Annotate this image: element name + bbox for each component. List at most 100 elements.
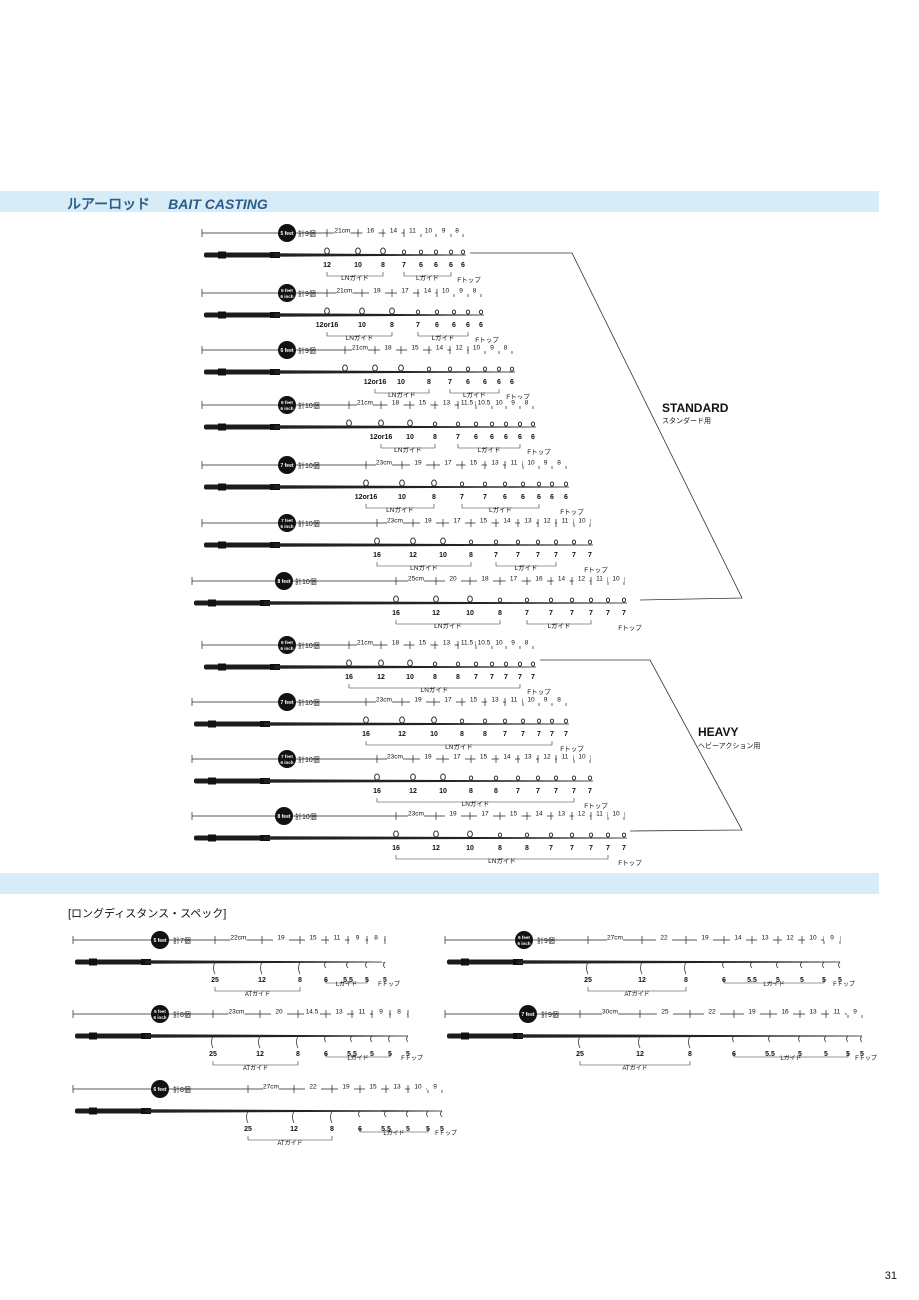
length-badge: 6 feet [151, 1080, 169, 1098]
l-guide-label: Lガイド [780, 1054, 801, 1062]
spacing-label-bg [602, 1008, 618, 1015]
guide-size-label: 7 [521, 731, 525, 738]
guide-size-label: 6 [504, 434, 508, 441]
at-guide-bracket [587, 987, 687, 992]
rod-guide [549, 481, 555, 487]
spacing-label-bg [431, 344, 448, 351]
spacing-label: 15 [419, 640, 427, 647]
rod-guide [433, 830, 439, 838]
spacing-label: 18 [392, 400, 400, 407]
guide-size-label: 6 [503, 494, 507, 501]
f-top-label: Fトップ [833, 981, 855, 988]
rod-guide [324, 247, 330, 255]
spacing-label-bg [573, 810, 590, 817]
spacing-label-bg [465, 696, 482, 703]
rod-guide [365, 961, 368, 969]
rod-blank [145, 960, 385, 964]
guide-size-label: 7 [572, 788, 576, 795]
length-badge-circle [151, 931, 169, 949]
rod-handle [204, 312, 274, 318]
rod-guide [468, 775, 474, 781]
spacing-label-bg [505, 575, 522, 582]
rod-blank [264, 722, 569, 726]
spacing-label: 14 [424, 288, 432, 295]
length-badge: 7 feet [278, 456, 296, 474]
spacing-label: 10 [527, 697, 535, 704]
l-guide-label: Lガイド [547, 621, 570, 630]
guide-size-label: 7 [456, 434, 460, 441]
spacing-label: 14.5 [306, 1009, 319, 1016]
spacing-label: 11.5 [461, 640, 474, 647]
rod-guide [548, 832, 554, 838]
spacing-label-bg [387, 399, 404, 406]
length-badge-text: 6 feet [153, 1087, 166, 1093]
length-badge-text: 5 feet [280, 231, 293, 237]
rod-guide [497, 832, 503, 838]
guide-size-label: 7 [402, 262, 406, 269]
guide-size-label: 16 [392, 845, 400, 852]
spacing-label: 9 [442, 228, 446, 235]
rod-guide [380, 247, 386, 255]
spacing-label-bg [445, 575, 461, 582]
spacing-label: 10.5 [478, 640, 491, 647]
spacing-label: 15 [510, 811, 518, 818]
spacing-label: 12 [543, 754, 551, 761]
length-badge-text: 8 feet [277, 579, 290, 585]
spacing-label-bg [475, 753, 492, 760]
spacing-label: 23cm [408, 811, 424, 818]
spacing-label: 9 [511, 640, 515, 647]
guide-size-label: 8 [456, 674, 460, 681]
guide-size-label: 12 [323, 262, 331, 269]
spacing-label-bg [404, 227, 421, 234]
spacing-label-bg [352, 344, 368, 351]
rod-blank [274, 425, 536, 429]
length-badge: 7 feet [278, 693, 296, 711]
guide-size-label: 12 [398, 731, 406, 738]
spacing-label-bg [777, 1008, 793, 1015]
f-top-label: Fトップ [435, 1130, 457, 1137]
f-top-label: Fトップ [527, 688, 551, 696]
rod-handle [204, 542, 274, 548]
spacing-label: 12 [543, 518, 551, 525]
guide-size-label: 7 [572, 552, 576, 559]
spacing-label-bg [427, 1083, 443, 1090]
rod-guide [346, 961, 349, 969]
spacing-label-bg [657, 1008, 673, 1015]
rod-guide [324, 1035, 327, 1043]
spacing-label: 19 [748, 1009, 756, 1016]
spacing-label-bg [357, 639, 373, 646]
guide-size-label: 8 [494, 788, 498, 795]
guide-size-label: 12or16 [355, 494, 378, 501]
spacing-label: 13 [393, 1084, 401, 1091]
guide-size-label: 7 [474, 674, 478, 681]
rod-guide [459, 481, 465, 487]
length-badge-text: 6 inch [280, 294, 293, 299]
guide-size-label: 7 [622, 610, 626, 617]
spacing-label-bg [459, 639, 475, 646]
rod-handle [194, 600, 264, 606]
rod-handle [75, 1033, 145, 1039]
rod-guide [388, 1035, 391, 1043]
spacing-label-bg [407, 344, 423, 351]
spacing-label: 10 [495, 400, 503, 407]
guide-size-label: 8 [498, 610, 502, 617]
rod-guide [548, 597, 554, 603]
spacing-label: 17 [453, 518, 461, 525]
rod-guide [497, 597, 503, 603]
spacing-label: 9 [511, 400, 515, 407]
spacing-label-bg [438, 639, 455, 646]
rod-handle [204, 252, 274, 258]
spacing-label: 8 [374, 935, 378, 942]
l-guide-bracket [417, 332, 469, 337]
rod-guide [399, 716, 405, 724]
guide-size-label: 7 [516, 552, 520, 559]
rod-handle [75, 1108, 145, 1114]
l-guide-bracket [723, 979, 825, 984]
guide-size-label: 8 [330, 1126, 334, 1133]
at-guide-label: ATガイド [277, 1139, 302, 1147]
spacing-label-bg [499, 753, 515, 760]
